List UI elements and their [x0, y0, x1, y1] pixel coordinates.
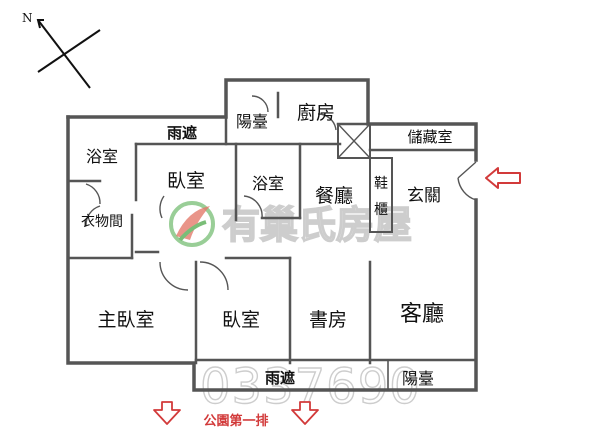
door-balcony-top: [251, 95, 269, 113]
label-shoe-cabinet-2: 櫃: [374, 202, 388, 218]
door-kitchen: [317, 113, 337, 131]
label-living: 客廳: [400, 302, 444, 327]
park-note: 公園第一排: [153, 401, 319, 429]
brand-logo-icon: [169, 201, 215, 247]
door-entrance: [457, 161, 477, 201]
watermark: 有巢氏房屋 0337690: [169, 201, 420, 416]
door-closet: [85, 205, 101, 227]
label-entrance: 玄關: [407, 186, 441, 206]
park-note-text: 公園第一排: [203, 413, 268, 429]
label-balcony-top: 陽臺: [236, 112, 268, 131]
label-awning-top: 雨遮: [167, 124, 197, 142]
label-dining: 餐廳: [315, 185, 353, 207]
door-bedroom-bottom: [199, 261, 229, 291]
compass-north-label: N: [22, 11, 33, 25]
door-master: [159, 261, 189, 291]
compass-cross-line: [37, 29, 101, 73]
compass: N: [22, 11, 101, 89]
down-arrow-left-icon: [153, 401, 181, 425]
label-bedroom-top: 臥室: [167, 170, 205, 192]
label-closet: 衣物間: [81, 214, 123, 230]
doors: [85, 95, 477, 291]
label-storage: 儲藏室: [407, 128, 452, 146]
door-bath-left: [85, 183, 101, 205]
label-bedroom-bottom: 臥室: [222, 309, 260, 331]
entrance-arrow-icon: [485, 167, 521, 189]
label-kitchen: 廚房: [297, 101, 335, 124]
room-labels: 陽臺 廚房 雨遮 儲藏室 浴室 臥室 浴室 餐廳 鞋 櫃 玄關 衣物間 主臥室 …: [81, 101, 453, 388]
door-bath-mid: [243, 195, 263, 219]
label-awning-bottom: 雨遮: [265, 369, 295, 387]
label-study: 書房: [309, 309, 347, 331]
label-balcony-bottom: 陽臺: [402, 369, 434, 388]
label-bath-left: 浴室: [86, 147, 118, 166]
watermark-brand: 有巢氏房屋: [222, 203, 412, 247]
label-bath-mid: 浴室: [252, 174, 284, 193]
label-master-bedroom: 主臥室: [97, 309, 154, 331]
label-shoe-cabinet-1: 鞋: [374, 176, 388, 192]
down-arrow-right-icon: [291, 401, 319, 425]
compass-arrowhead: [36, 19, 44, 29]
walls: [66, 78, 478, 392]
door-bedroom-top: [159, 195, 165, 219]
